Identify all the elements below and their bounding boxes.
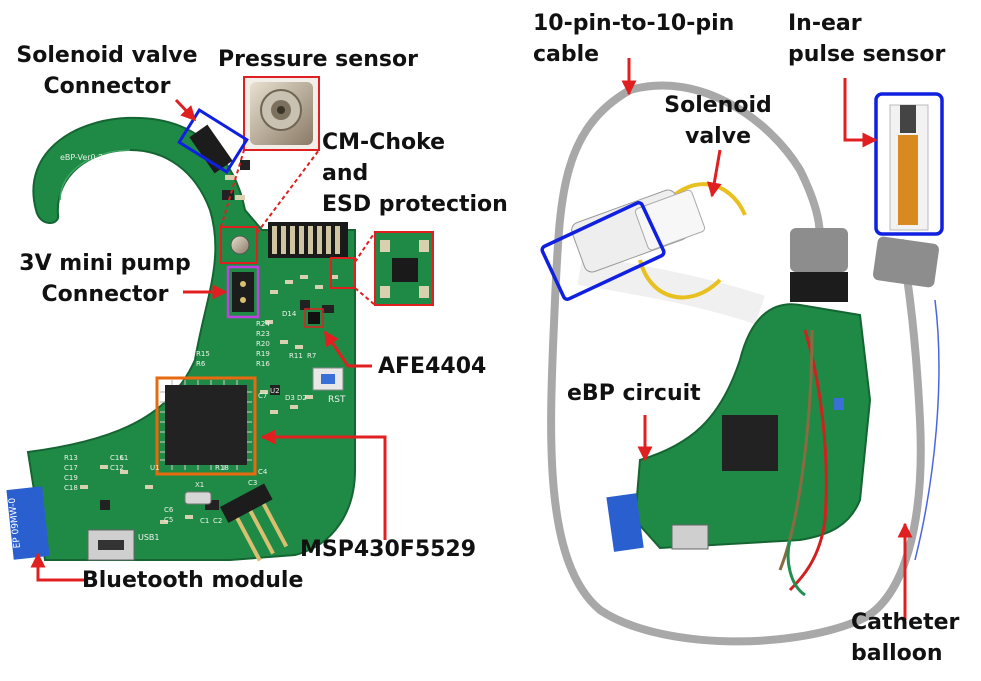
silkscreen-part-label: C16	[110, 454, 124, 462]
silkscreen-part-label: D3	[285, 394, 295, 402]
cable	[547, 86, 925, 646]
label-pulse-sensor: In-ear pulse sensor	[788, 8, 945, 70]
silkscreen-part-label: C18	[64, 484, 78, 492]
label-line: Connector	[41, 282, 169, 307]
usb-silkscreen: USB1	[138, 533, 160, 542]
silkscreen-part-label: C6	[164, 506, 174, 514]
label-ebp-circuit: eBP circuit	[567, 381, 701, 406]
silkscreen-part-label: U1	[150, 464, 160, 472]
silkscreen-part-label: C7	[258, 392, 267, 400]
silkscreen-part-label: R13	[64, 454, 78, 462]
label-line: Catheter	[851, 610, 960, 635]
silkscreen-part-label: C2	[213, 517, 222, 525]
silkscreen-part-label: C19	[64, 474, 78, 482]
label-solenoid: Solenoid valve	[648, 90, 788, 152]
silkscreen-part-label: D14	[282, 310, 297, 318]
cm-choke-box	[330, 257, 356, 289]
cm-choke-inset	[374, 231, 434, 306]
silkscreen-part-label: L1	[120, 454, 128, 462]
silkscreen-part-label: R19	[256, 350, 270, 358]
label-pressure-sensor: Pressure sensor	[218, 47, 418, 72]
solenoid-connector-box	[177, 107, 249, 175]
label-cable: 10-pin-to-10-pin cable	[533, 8, 734, 70]
solenoid-connector-part	[189, 124, 233, 174]
silkscreen-part-label: R23	[256, 330, 270, 338]
label-line: balloon	[851, 641, 943, 666]
pressure-sensor-box	[220, 226, 258, 264]
label-line: In-ear	[788, 11, 862, 36]
left-pcb-photo: RST USB1	[6, 116, 356, 562]
pressure-sensor-inset	[243, 76, 320, 151]
label-line: Solenoid	[664, 93, 772, 118]
label-cm-choke: CM-Choke and ESD protection	[322, 127, 508, 220]
silkscreen-part-label: R15	[196, 350, 210, 358]
afe-box	[304, 308, 324, 328]
silkscreen-part-label: U2	[270, 387, 280, 395]
silkscreen-part-label: R18	[215, 464, 229, 472]
silkscreen-part-label: R7	[307, 352, 316, 360]
solenoid-valve-box	[540, 201, 666, 301]
label-line: 10-pin-to-10-pin	[533, 11, 735, 36]
label-pump-connector: 3V mini pump Connector	[2, 248, 208, 310]
label-line: valve	[685, 124, 751, 149]
label-line: CM-Choke	[322, 130, 446, 155]
version-silkscreen: eBP-Ver0.2	[60, 153, 103, 162]
label-line: ESD protection	[322, 192, 508, 217]
pulse-sensor-box	[874, 92, 944, 236]
silkscreen-part-label: C4	[258, 468, 268, 476]
silkscreen-part-label: R20	[256, 340, 270, 348]
silkscreen-part-label: C17	[64, 464, 78, 472]
label-line: cable	[533, 42, 600, 67]
silkscreen-part-label: C12	[110, 464, 124, 472]
mcu-chip	[165, 385, 247, 465]
bluetooth-module	[6, 486, 50, 560]
rst-silkscreen: RST	[328, 395, 346, 405]
silkscreen-part-label: C3	[248, 479, 257, 487]
silkscreen-part-label: C5	[164, 516, 173, 524]
silkscreen-part-label: R24	[256, 320, 270, 328]
silkscreen-part-label: X1	[195, 481, 204, 489]
pin-header	[219, 483, 289, 562]
pump-connector-box	[226, 265, 260, 319]
mcu-box	[155, 376, 257, 476]
silkscreen-part-label: R6	[196, 360, 206, 368]
silkscreen-part-label: R16	[256, 360, 270, 368]
label-line: 3V mini pump	[19, 251, 191, 276]
label-line: and	[322, 161, 369, 186]
label-mcu: MSP430F5529	[300, 537, 477, 562]
label-line: pulse sensor	[788, 42, 946, 67]
label-bluetooth: Bluetooth module	[82, 568, 304, 593]
label-catheter: Catheter balloon	[851, 607, 959, 669]
label-line: Solenoid valve	[16, 43, 198, 68]
label-solenoid-connector: Solenoid valve Connector	[2, 40, 212, 102]
silkscreen-part-label: R11	[289, 352, 303, 360]
right-device-photo	[547, 81, 940, 646]
silkscreen-part-label: D2	[297, 394, 307, 402]
silkscreen-part-label: C1	[200, 517, 209, 525]
label-line: Connector	[43, 74, 171, 99]
label-afe: AFE4404	[378, 354, 487, 379]
